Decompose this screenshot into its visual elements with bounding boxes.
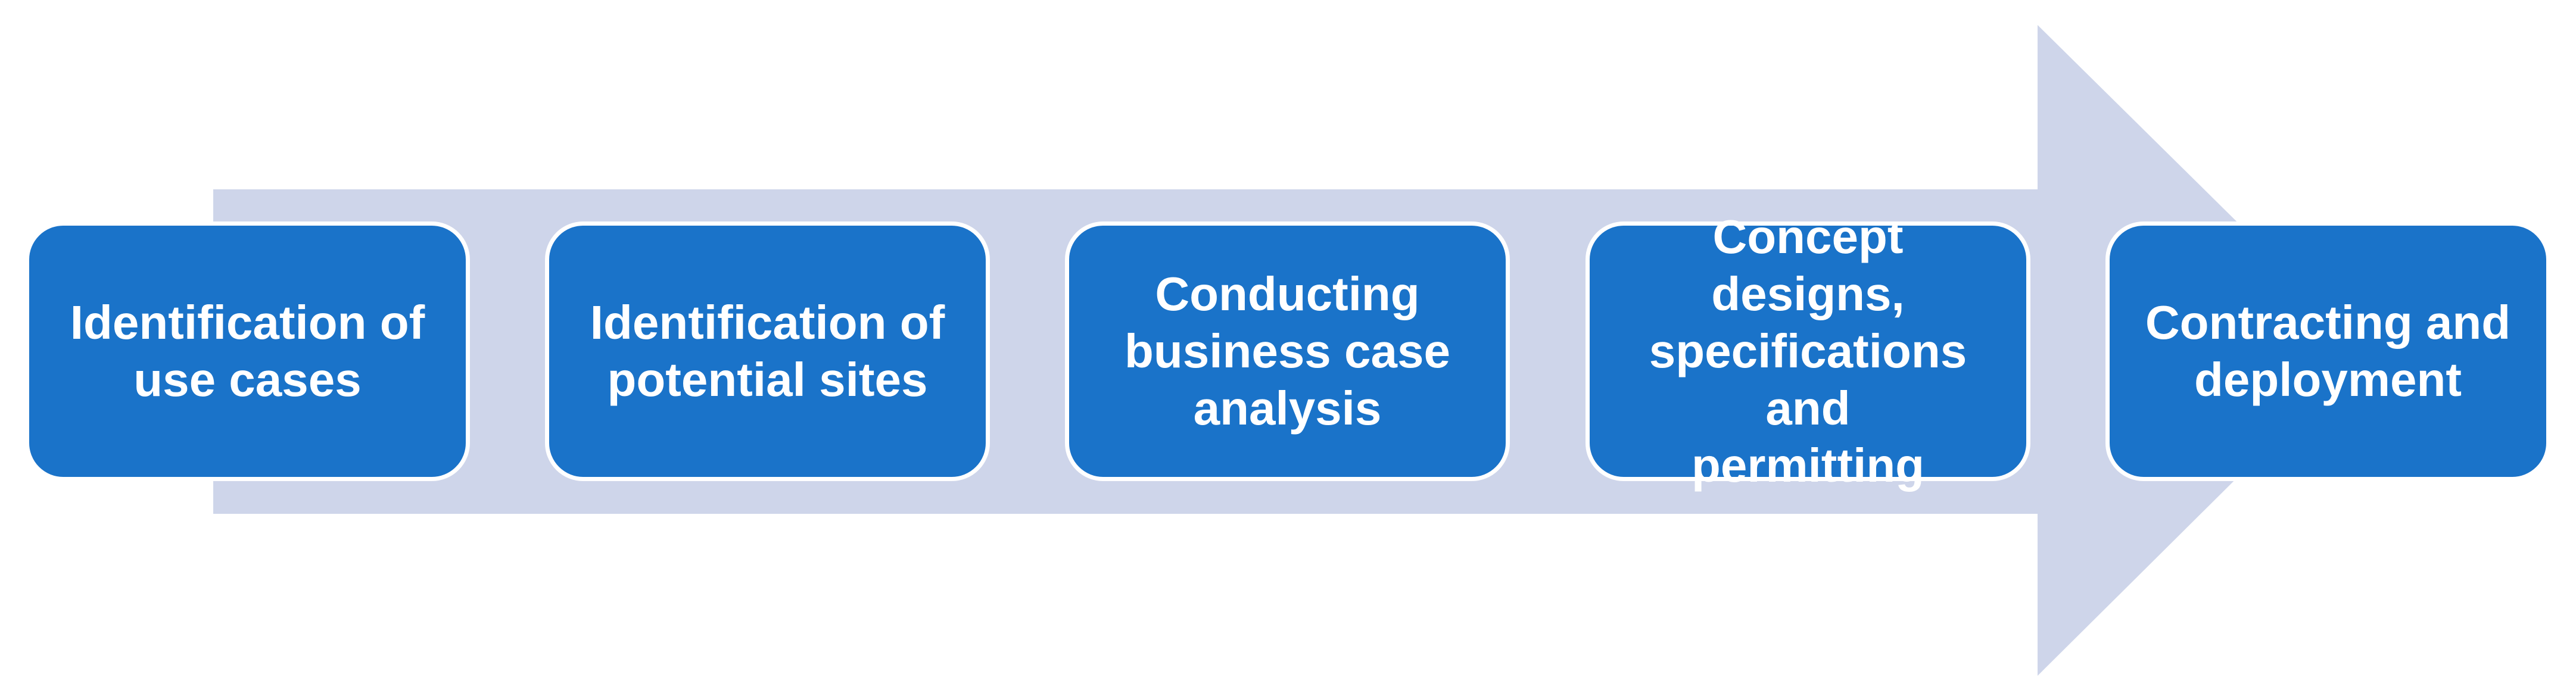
step-box-concept-designs: Concept designs, specifications and perm… — [1586, 210, 2030, 492]
step-box-contracting: Contracting and deployment — [2105, 221, 2550, 481]
step-label: Identification of potential sites — [590, 296, 945, 406]
step-label: Conducting business case analysis — [1125, 267, 1450, 435]
step-label: Concept designs, specifications and perm… — [1649, 210, 1967, 492]
step-label: Identification of use cases — [70, 296, 425, 406]
step-box-use-cases: Identification of use cases — [25, 221, 470, 481]
step-box-potential-sites: Identification of potential sites — [545, 221, 990, 481]
step-box-business-case: Conducting business case analysis — [1065, 221, 1510, 481]
step-label: Contracting and deployment — [2145, 296, 2511, 406]
